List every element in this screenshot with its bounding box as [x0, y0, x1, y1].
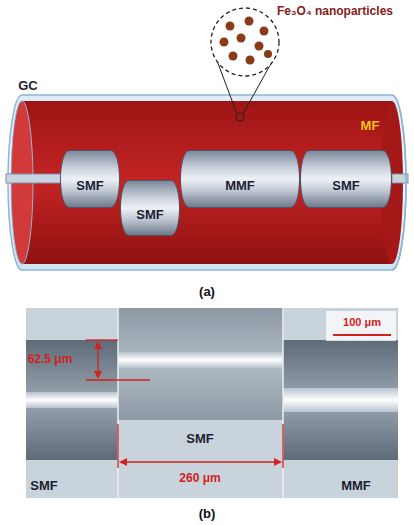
magnetic-fluid: [11, 101, 403, 264]
material-label: Fe₃O₄ nanoparticles: [277, 5, 393, 18]
fiber-label: SMF: [76, 166, 103, 193]
panel-label: (b): [199, 507, 216, 521]
fiber-segment: SMF: [120, 180, 180, 236]
dimension-label: 62.5 μm: [28, 353, 73, 366]
fiber-label: SMF: [136, 195, 163, 222]
capillary-end: [392, 95, 406, 270]
dimension-62-5: [86, 340, 150, 380]
fiber-segment: MMF: [180, 150, 300, 208]
part-label: GC: [18, 79, 38, 93]
scale-label: 100 μm: [343, 316, 381, 328]
glass-capillary: [8, 95, 406, 270]
part-label: SMF: [30, 479, 57, 493]
part-label: MMF: [341, 479, 371, 493]
part-label: MF: [361, 119, 380, 133]
scale-bar: [326, 311, 396, 341]
fiber-segment: SMF: [300, 150, 392, 208]
panel-label: (a): [199, 285, 215, 299]
micrograph: [26, 308, 398, 498]
fiber-label: MMF: [225, 166, 255, 193]
fiber-label: SMF: [332, 166, 359, 193]
fiber-segment: SMF: [60, 150, 120, 208]
dimension-260: [118, 424, 283, 468]
part-label: SMF: [186, 432, 213, 446]
nanoparticle-inset: [211, 8, 279, 121]
dimension-label: 260 μm: [179, 472, 220, 485]
